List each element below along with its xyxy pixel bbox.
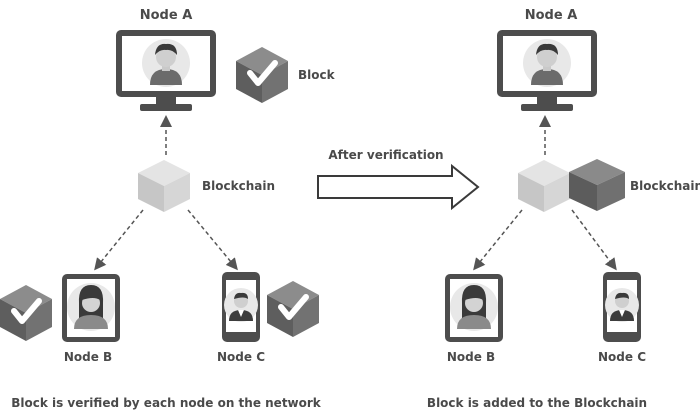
left-node-c-check-icon (267, 281, 319, 337)
right-node-a-monitor-icon (497, 30, 597, 111)
right-arrow-to-node-b (473, 209, 523, 271)
right-node-b-tablet-icon (445, 274, 503, 342)
left-caption: Block is verified by each node on the ne… (11, 396, 322, 410)
left-blockchain-cube-icon (138, 160, 190, 212)
right-blockchain-dark-cube-icon (569, 159, 625, 211)
left-node-a-label: Node A (140, 8, 193, 23)
right-caption: Block is added to the Blockchain (427, 396, 647, 410)
left-arrow-to-node-b (94, 209, 144, 271)
left-node-c-phone-icon (222, 272, 260, 342)
right-blockchain-label: Blockchain (630, 179, 700, 193)
big-arrow-icon (317, 163, 480, 211)
left-block-label: Block (298, 68, 336, 82)
right-node-c-label: Node C (598, 350, 646, 364)
right-arrow-to-node-c (571, 209, 617, 271)
right-node-a-label: Node A (525, 8, 578, 23)
right-node-c-phone-icon (603, 272, 641, 342)
left-node-c-label: Node C (217, 350, 265, 364)
left-node-b-label: Node B (64, 350, 112, 364)
left-blockchain-label: Blockchain (202, 179, 275, 193)
left-arrow-to-node-c (187, 209, 238, 271)
right-node-b-label: Node B (447, 350, 495, 364)
arrow-label: After verification (328, 148, 443, 162)
left-node-b-check-icon (0, 285, 52, 341)
left-node-b-tablet-icon (62, 274, 120, 342)
left-block-check-icon (236, 47, 288, 103)
right-blockchain-light-cube-icon (518, 160, 570, 212)
left-node-a-monitor-icon (116, 30, 216, 111)
